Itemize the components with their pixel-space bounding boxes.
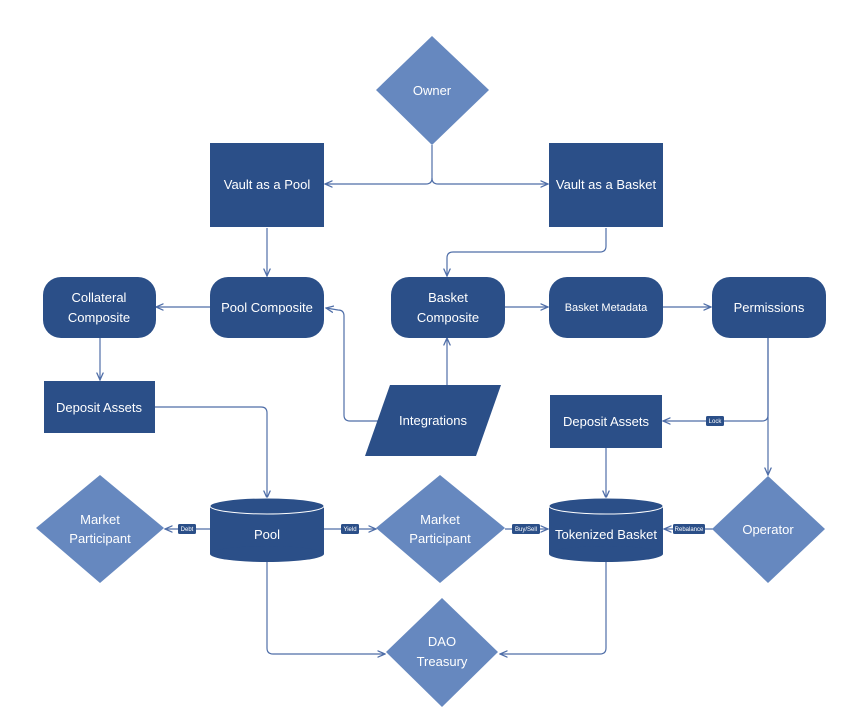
node-permissions[interactable]: Permissions <box>712 277 826 338</box>
node-collateral-composite-label-1: Collateral <box>72 290 127 305</box>
edge-vault-basket-to-basket-composite <box>447 228 607 276</box>
node-tokenized-basket[interactable]: Tokenized Basket <box>548 497 664 562</box>
node-deposit-assets-right-label: Deposit Assets <box>563 414 649 429</box>
node-integrations[interactable]: Integrations <box>365 385 501 456</box>
node-permissions-label: Permissions <box>734 300 805 315</box>
node-tokenized-basket-label: Tokenized Basket <box>555 527 657 542</box>
node-market-participant-mid[interactable]: Market Participant <box>376 475 505 583</box>
edge-deposit-assets-to-pool <box>155 406 267 498</box>
node-market-participant-left-label-1: Market <box>80 512 120 527</box>
node-dao-treasury-label-1: DAO <box>428 634 456 649</box>
node-deposit-assets-left[interactable]: Deposit Assets <box>44 381 155 433</box>
edge-permissions-to-deposit-assets-right <box>663 338 769 421</box>
node-dao-treasury-label-2: Treasury <box>417 654 468 669</box>
edge-owner-to-vault-basket <box>431 177 548 184</box>
edge-label-rebalance-text: Rebalance <box>675 527 704 533</box>
edge-tokenized-to-dao <box>500 560 607 654</box>
node-vault-as-a-basket[interactable]: Vault as a Basket <box>549 143 663 227</box>
node-owner-label: Owner <box>413 83 452 98</box>
node-collateral-composite-label-2: Composite <box>68 310 130 325</box>
node-deposit-assets-right[interactable]: Deposit Assets <box>550 395 662 448</box>
node-market-participant-mid-label-1: Market <box>420 512 460 527</box>
node-market-participant-left[interactable]: Market Participant <box>36 475 164 583</box>
node-vault-as-a-basket-label: Vault as a Basket <box>556 177 657 192</box>
node-basket-metadata-label: Basket Metadata <box>565 302 648 314</box>
node-pool-composite[interactable]: Pool Composite <box>210 277 324 338</box>
node-deposit-assets-left-label: Deposit Assets <box>56 400 142 415</box>
node-operator[interactable]: Operator <box>712 476 825 583</box>
node-integrations-label: Integrations <box>399 413 467 428</box>
edge-label-debt-text: Debt <box>181 527 194 533</box>
node-pool[interactable]: Pool <box>209 497 325 562</box>
node-vault-as-a-pool-label: Vault as a Pool <box>224 177 311 192</box>
edge-label-yield: Yield <box>341 524 359 534</box>
node-vault-as-a-pool[interactable]: Vault as a Pool <box>210 143 324 227</box>
edge-label-lock-text: Lock <box>709 419 723 425</box>
edge-label-yield-text: Yield <box>343 527 356 533</box>
node-operator-label: Operator <box>742 522 794 537</box>
node-market-participant-left-label-2: Participant <box>69 531 131 546</box>
node-basket-composite[interactable]: Basket Composite <box>391 277 505 338</box>
node-market-participant-mid-label-2: Participant <box>409 531 471 546</box>
node-dao-treasury[interactable]: DAO Treasury <box>386 598 498 707</box>
edge-label-lock: Lock <box>706 416 724 426</box>
edge-label-debt: Debt <box>178 524 196 534</box>
edge-owner-to-vault-pool <box>325 145 433 184</box>
node-collateral-composite[interactable]: Collateral Composite <box>43 277 156 338</box>
node-owner[interactable]: Owner <box>376 36 489 145</box>
node-pool-composite-label: Pool Composite <box>221 300 313 315</box>
node-basket-composite-label-1: Basket <box>428 290 468 305</box>
edge-pool-to-dao <box>266 560 385 654</box>
node-pool-label: Pool <box>254 527 280 542</box>
edge-label-rebalance: Rebalance <box>673 524 705 534</box>
node-basket-metadata[interactable]: Basket Metadata <box>549 277 663 338</box>
edge-integrations-to-pool-composite <box>326 308 380 422</box>
edge-label-buy-sell-text: Buy/Sell <box>515 527 537 533</box>
edge-label-buy-sell: Buy/Sell <box>512 524 540 534</box>
node-basket-composite-label-2: Composite <box>417 310 479 325</box>
